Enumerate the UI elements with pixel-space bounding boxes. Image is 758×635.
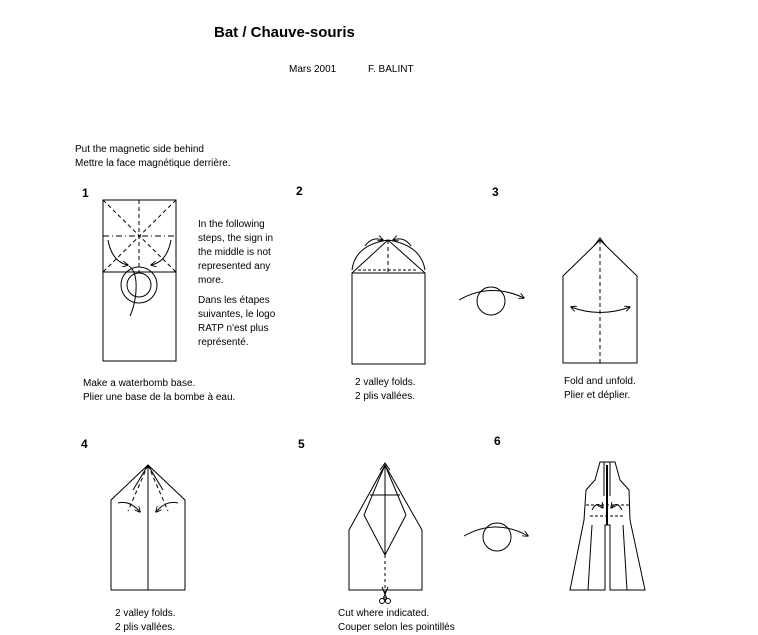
step-4-caption-en: 2 valley folds. <box>115 608 176 619</box>
note-en-line: In the following <box>198 219 265 230</box>
author: F. BALINT <box>368 64 414 75</box>
step-4-caption-fr: 2 plis vallées. <box>115 622 176 633</box>
step-5-caption-en: Cut where indicated. <box>338 608 430 619</box>
flap-edge <box>384 514 407 556</box>
valley-fold-arrow-icon <box>151 239 172 265</box>
turn-over-circle <box>482 522 512 552</box>
leg-line <box>622 524 628 591</box>
step-2-caption-fr: 2 plis vallées. <box>355 391 416 402</box>
turn-over-icon <box>458 286 524 316</box>
crease-line <box>132 464 149 491</box>
valley-fold-arrow-icon <box>364 239 383 247</box>
intro-fr: Mettre la face magnétique derrière. <box>75 158 231 169</box>
valley-fold-arrow-icon <box>591 504 603 511</box>
note-en-line: the middle is not <box>198 247 271 258</box>
note-fr-line: RATP n'est plus <box>198 323 269 334</box>
step-number-5: 5 <box>298 437 305 451</box>
step-number-4: 4 <box>81 437 88 451</box>
note-fr-line: suivantes, le logo <box>198 309 276 320</box>
flap-edge <box>363 514 386 556</box>
valley-fold-arrow-icon <box>611 504 623 511</box>
note-fr-line: Dans les étapes <box>198 295 270 306</box>
step-3-diagram <box>562 237 638 364</box>
step-6-diagram <box>569 461 646 591</box>
valley-fold-arrow-icon <box>393 239 412 247</box>
step-number-6: 6 <box>494 434 501 448</box>
house-shape <box>562 239 638 364</box>
kite-shape <box>348 463 423 591</box>
note-fr: Dans les étapes suivantes, le logo RATP … <box>198 294 275 350</box>
step-2-diagram <box>351 239 426 365</box>
flap-edge <box>363 464 386 516</box>
step-5-caption-fr: Couper selon les pointillés <box>338 622 455 633</box>
intro-en: Put the magnetic side behind <box>75 144 204 155</box>
valley-fold-line <box>127 464 149 512</box>
fold-unfold-arrow-icon <box>571 307 630 313</box>
turn-over-arrow <box>463 526 528 536</box>
diagonal-fold-line <box>102 199 177 273</box>
note-en-line: steps, the sign in <box>198 233 274 244</box>
step-5-diagram <box>348 462 423 600</box>
valley-fold-arrow-icon <box>107 239 128 265</box>
step-number-2: 2 <box>296 184 303 198</box>
note-fr-line: représenté. <box>198 337 249 348</box>
valley-fold-arrow-icon <box>156 501 179 512</box>
base-square <box>351 272 426 365</box>
turn-over-arrow <box>458 289 524 301</box>
flap-edge <box>384 464 407 516</box>
note-en-line: represented any <box>198 261 271 272</box>
step-1-diagram <box>102 199 177 362</box>
ratp-logo-river <box>128 265 137 317</box>
step-number-1: 1 <box>82 186 89 200</box>
step-number-3: 3 <box>492 185 499 199</box>
page-title: Bat / Chauve-souris <box>214 24 355 41</box>
step-4-diagram <box>110 464 186 591</box>
valley-fold-arrow-icon <box>117 501 140 512</box>
note-en-line: more. <box>198 275 224 286</box>
crease-line <box>147 464 164 491</box>
leg-line <box>587 524 593 591</box>
step-1-caption-en: Make a waterbomb base. <box>83 378 196 389</box>
step-2-caption-en: 2 valley folds. <box>355 377 416 388</box>
ratp-logo-inner <box>126 272 152 298</box>
step-1-caption-fr: Plier une base de la bombe à eau. <box>83 392 236 403</box>
turn-over-icon <box>463 522 528 552</box>
turn-over-circle <box>476 286 506 316</box>
valley-fold-line <box>147 464 169 512</box>
note-en: In the following steps, the sign in the … <box>198 218 273 288</box>
ratp-logo-outer <box>120 266 158 304</box>
step-3-caption-fr: Plier et déplier. <box>564 390 631 401</box>
date: Mars 2001 <box>289 64 337 75</box>
top-point <box>593 237 607 247</box>
scissors-icon <box>379 586 391 604</box>
step-3-caption-en: Fold and unfold. <box>564 376 636 387</box>
top-point <box>379 462 391 471</box>
